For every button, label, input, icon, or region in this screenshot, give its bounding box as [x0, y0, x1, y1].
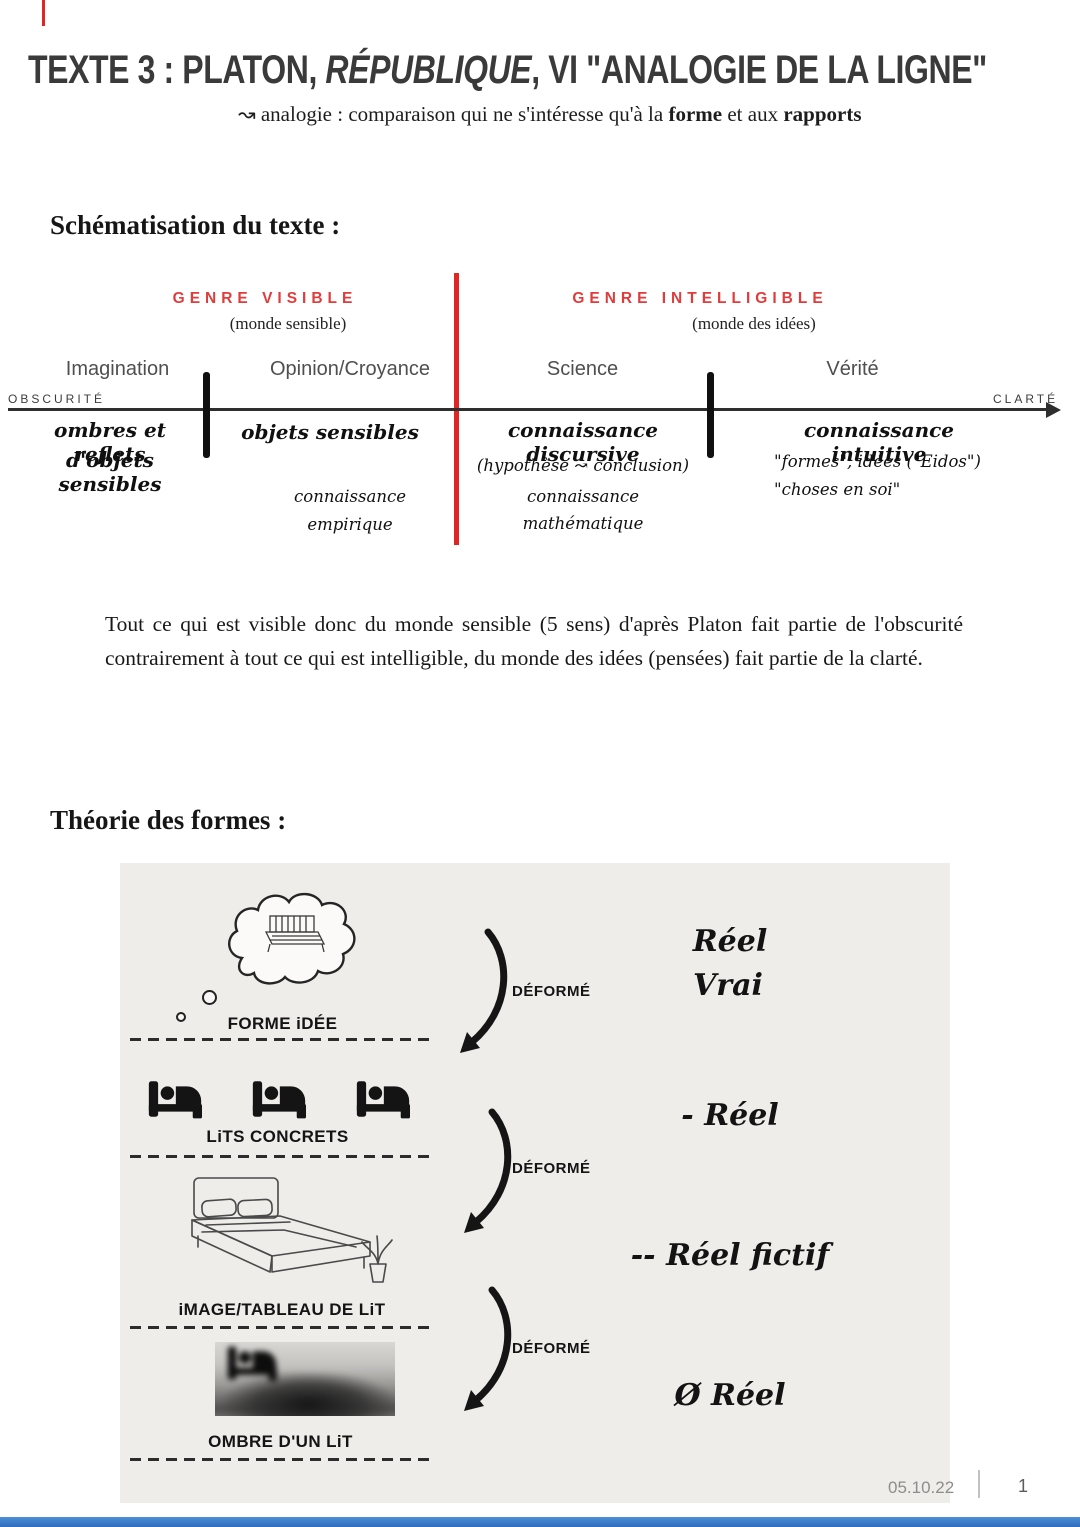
science-main-note: connaissance discursive: [507, 418, 659, 466]
thought-bubble-dot-small: [176, 1012, 186, 1022]
opinion-main-note: objets sensibles: [241, 420, 419, 444]
title-segment-end: , VI "ANALOGIE DE LA LIGNE": [531, 48, 987, 92]
genre-intelligible-subtitle: (monde des idées): [692, 314, 816, 333]
axis-arrowhead-icon: [1046, 401, 1061, 418]
segment-label-science: Science: [546, 358, 619, 380]
level-label-forme-idee: FORME iDÉE: [227, 1014, 338, 1033]
footer-date: 05.10.22: [888, 1478, 955, 1497]
segment-label-imagination: Imagination: [65, 358, 170, 380]
level-label-ombre: OMBRE D'UN LiT: [208, 1432, 353, 1451]
page-title: TEXTE 3 : PLATON, RÉPUBLIQUE, VI "ANALOG…: [28, 48, 987, 93]
deforme-label-1: DÉFORMÉ: [512, 983, 591, 1000]
divider-dashed-1: [130, 1038, 435, 1041]
bed-shadow-image: [215, 1342, 395, 1416]
divider-dashed-2: [130, 1155, 435, 1158]
divider-dashed-4: [130, 1458, 435, 1461]
reality-label-reel-fictif: -- Réel fictif: [630, 1238, 830, 1273]
subtitle-text-2: et aux: [722, 102, 784, 126]
genre-intelligible-title: GENRE INTELLIGIBLE: [572, 290, 828, 307]
curved-arrow-2: [464, 1108, 512, 1233]
reality-label-moins-reel: - Réel: [681, 1098, 779, 1133]
reality-label-reel: Réel: [692, 924, 768, 959]
axis-line: [8, 408, 1048, 411]
thought-bubble-dot-large: [202, 990, 217, 1005]
explanation-paragraph: Tout ce qui est visible donc du monde se…: [105, 612, 963, 670]
subtitle-text: analogie : comparaison qui ne s'intéress…: [255, 102, 669, 126]
genre-visible-subtitle: (monde sensible): [229, 314, 347, 333]
deforme-label-2: DÉFORMÉ: [512, 1160, 591, 1177]
footer-divider: [978, 1470, 980, 1498]
verite-subnote-1: "formes", idées ("Eidos"): [774, 452, 981, 471]
segment-label-verite: Vérité: [826, 358, 879, 380]
segment-label-opinion: Opinion/Croyance: [269, 358, 431, 380]
page-bottom-edge: [0, 1517, 1080, 1527]
bed-icon-3: [356, 1081, 410, 1119]
subtitle: ↝ analogie : comparaison qui ne s'intére…: [238, 102, 862, 127]
deforme-label-3: DÉFORMÉ: [512, 1340, 591, 1357]
science-paren-note: (hypothèse ↝ conclusion): [476, 456, 690, 475]
formes-heading: Théorie des formes :: [50, 805, 287, 835]
page-margin-mark: [42, 0, 45, 26]
genre-visible-title: GENRE VISIBLE: [172, 290, 358, 307]
science-subnote-1: connaissance: [527, 487, 639, 506]
bed-icon-2: [252, 1081, 306, 1119]
bed-icon-1: [148, 1081, 202, 1119]
wave-arrow-icon: ↝: [238, 102, 256, 126]
axis-tick-2: [707, 372, 714, 458]
verite-subnote-2: "choses en soi": [774, 480, 901, 499]
axis-tick-1: [203, 372, 210, 458]
bed-shadow-blur-layer: [215, 1342, 395, 1416]
science-subnote-2: mathématique: [522, 514, 644, 533]
reality-label-vrai: Vrai: [693, 968, 763, 1003]
level-label-image-tableau: iMAGE/TABLEAU DE LiT: [178, 1300, 386, 1319]
subtitle-bold-rapports: rapports: [783, 102, 862, 126]
bed-shadow-dark-blob: [224, 1372, 394, 1416]
divider-dashed-3: [130, 1326, 435, 1329]
bed-drawing: [191, 1177, 393, 1283]
title-italic-segment: RÉPUBLIQUE: [325, 48, 532, 92]
reality-label-non-reel: Ø Réel: [674, 1378, 786, 1413]
curved-arrow-1: [460, 928, 508, 1053]
title-segment: TEXTE 3 : PLATON,: [28, 48, 326, 92]
footer-page-number: 1: [1018, 1476, 1029, 1496]
subtitle-bold-forme: forme: [668, 102, 723, 126]
axis-left-label: OBSCURITÉ: [8, 392, 106, 406]
schema-heading: Schématisation du texte :: [50, 210, 341, 240]
imagination-note-1: ombres et reflets: [54, 418, 166, 466]
opinion-subnote-1: connaissance: [294, 487, 406, 506]
thought-cloud-bed-icon: [228, 892, 356, 985]
level-label-lits-concrets: LiTS CONCRETS: [206, 1127, 349, 1146]
axis-right-label: CLARTÉ: [993, 392, 1059, 406]
opinion-subnote-2: empirique: [307, 515, 393, 534]
curved-arrow-3: [464, 1286, 512, 1411]
verite-main-note: connaissance intuitive: [803, 418, 955, 466]
imagination-note-2: d'objets sensibles: [58, 448, 162, 496]
